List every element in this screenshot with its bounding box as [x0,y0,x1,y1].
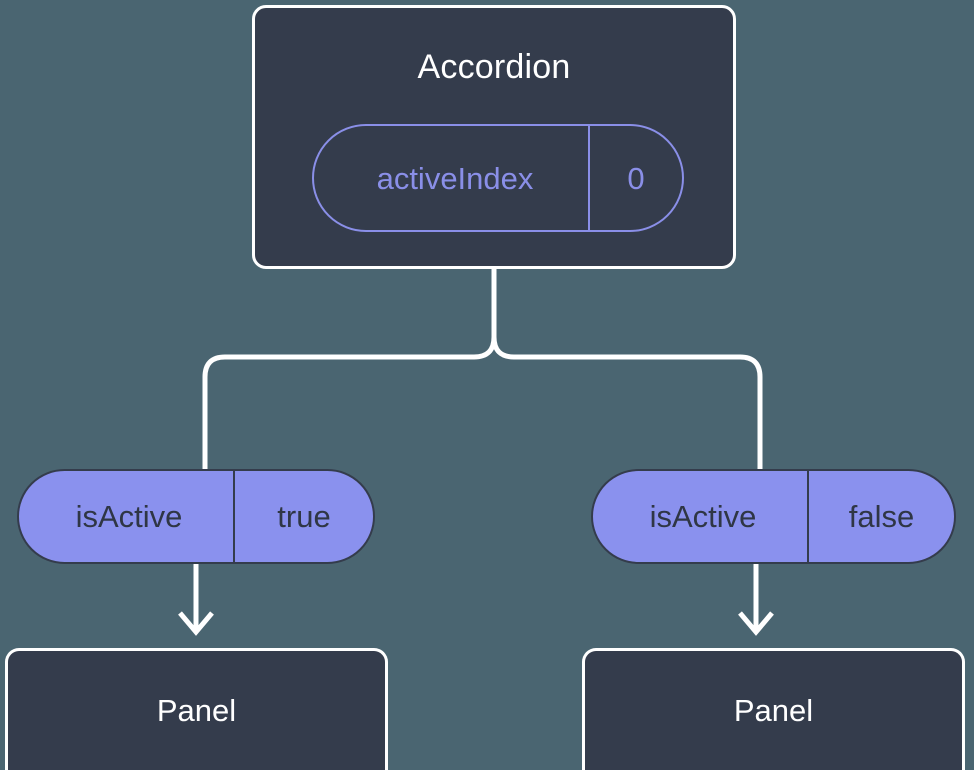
node-accordion-title: Accordion [417,48,571,86]
state-pill-active-index[interactable]: activeIndex 0 [312,124,684,232]
state-pill-active-index-key: activeIndex [376,160,534,196]
node-panel-left[interactable]: Panel [5,648,388,770]
node-accordion[interactable]: Accordion activeIndex 0 [252,5,736,269]
connector-root-to-left-branch [202,266,497,473]
node-panel-right[interactable]: Panel [582,648,965,770]
prop-pill-is-active-false[interactable]: isActive false [591,469,956,564]
connector-root-to-right-branch [491,266,763,473]
state-pill-active-index-value: 0 [588,126,682,230]
prop-pill-is-active-true-value: true [233,471,373,562]
arrowhead-left-panel [178,611,214,636]
node-panel-left-title: Panel [156,693,237,728]
prop-pill-is-active-true[interactable]: isActive true [17,469,375,564]
node-panel-right-title: Panel [733,693,814,728]
arrowhead-right-panel [738,611,774,636]
prop-pill-is-active-false-value: false [807,471,954,562]
prop-pill-is-active-false-key: isActive [649,499,757,534]
prop-pill-is-active-true-key: isActive [75,499,183,534]
